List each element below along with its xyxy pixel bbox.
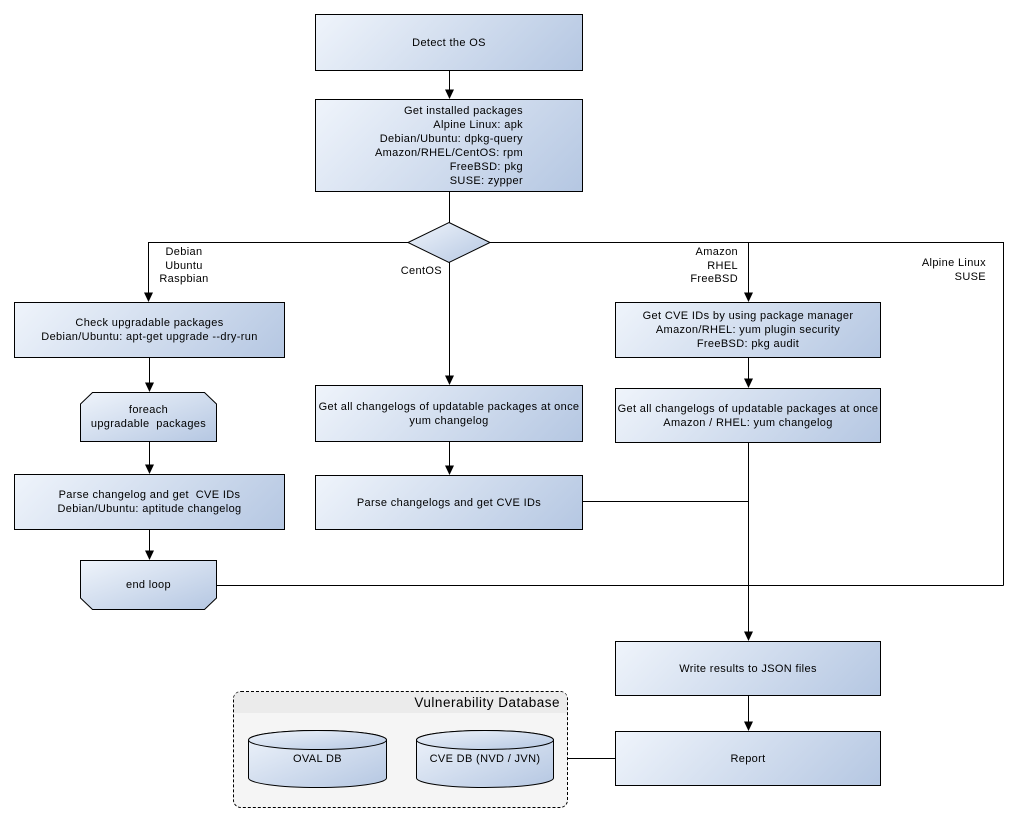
- foreach-loop-shape: [80, 392, 217, 442]
- node-check-upgradable-packages: Check upgradable packages Debian/Ubuntu:…: [14, 302, 285, 358]
- node-changelogs-centos-label: Get all changelogs of updatable packages…: [318, 400, 580, 427]
- arrowhead: [145, 464, 154, 474]
- arrowhead: [145, 382, 154, 392]
- arrowhead: [445, 89, 454, 99]
- node-detect-os: Detect the OS: [315, 14, 583, 71]
- node-changelogs-centos: Get all changelogs of updatable packages…: [315, 385, 583, 442]
- edge-label-debian-branch: Debian Ubuntu Raspbian: [159, 246, 209, 285]
- node-end-loop: end loop: [80, 560, 217, 610]
- node-write-results-json-label: Write results to JSON files: [679, 662, 817, 675]
- cve-db-label: CVE DB (NVD / JVN): [429, 753, 541, 765]
- arrowhead: [145, 550, 154, 560]
- node-changelogs-amazon-rhel-label: Get all changelogs of updatable packages…: [617, 402, 879, 429]
- node-end-loop-label: end loop: [125, 579, 171, 591]
- arrowhead: [144, 292, 153, 302]
- arrowhead: [744, 292, 753, 302]
- node-foreach-loop-label: foreach upgradable packages: [90, 404, 207, 430]
- node-detect-os-label: Detect the OS: [412, 36, 486, 49]
- node-get-cve-ids-package-manager-label: Get CVE IDs by using package manager Ama…: [642, 310, 854, 350]
- arrowhead: [744, 631, 753, 641]
- node-report: Report: [615, 731, 881, 786]
- vulnerability-database-header: Vulnerability Database: [234, 692, 567, 713]
- node-check-upgradable-packages-label: Check upgradable packages Debian/Ubuntu:…: [41, 317, 258, 343]
- arrowhead: [445, 375, 454, 385]
- arrowhead: [445, 465, 454, 475]
- end-loop-shape: [80, 560, 217, 610]
- node-foreach-loop: foreach upgradable packages: [80, 392, 217, 442]
- oval-db-cylinder-top: [248, 730, 387, 750]
- node-parse-changelogs-centos: Parse changelogs and get CVE IDs: [315, 475, 583, 530]
- node-write-results-json: Write results to JSON files: [615, 641, 881, 696]
- oval-db-label: OVAL DB: [293, 753, 342, 765]
- os-branch-decision-diamond: [406, 221, 492, 264]
- arrowhead: [744, 378, 753, 388]
- node-changelogs-amazon-rhel: Get all changelogs of updatable packages…: [615, 388, 881, 443]
- node-parse-changelog-debian-label: Parse changelog and get CVE IDs Debian/U…: [57, 489, 242, 515]
- node-get-installed-packages: Get installed packages Alpine Linux: apk…: [315, 99, 583, 192]
- vulnerability-database-title: Vulnerability Database: [414, 695, 560, 710]
- node-get-cve-ids-package-manager: Get CVE IDs by using package manager Ama…: [615, 302, 881, 358]
- node-report-label: Report: [730, 752, 766, 765]
- cve-db-cylinder-top: [416, 730, 554, 750]
- edge-label-centos-branch: CentOS: [400, 265, 442, 277]
- arrowhead: [744, 721, 753, 731]
- cve-db-label-wrap: CVE DB (NVD / JVN): [416, 744, 554, 774]
- edge-label-alpine-branch: Alpine Linux SUSE: [921, 257, 986, 283]
- node-parse-changelog-debian: Parse changelog and get CVE IDs Debian/U…: [14, 474, 285, 530]
- node-parse-changelogs-centos-label: Parse changelogs and get CVE IDs: [356, 496, 542, 509]
- node-get-installed-packages-label: Get installed packages Alpine Linux: apk…: [374, 104, 524, 187]
- oval-db-label-wrap: OVAL DB: [248, 744, 387, 774]
- edge-label-amazon-branch: Amazon RHEL FreeBSD: [690, 246, 738, 285]
